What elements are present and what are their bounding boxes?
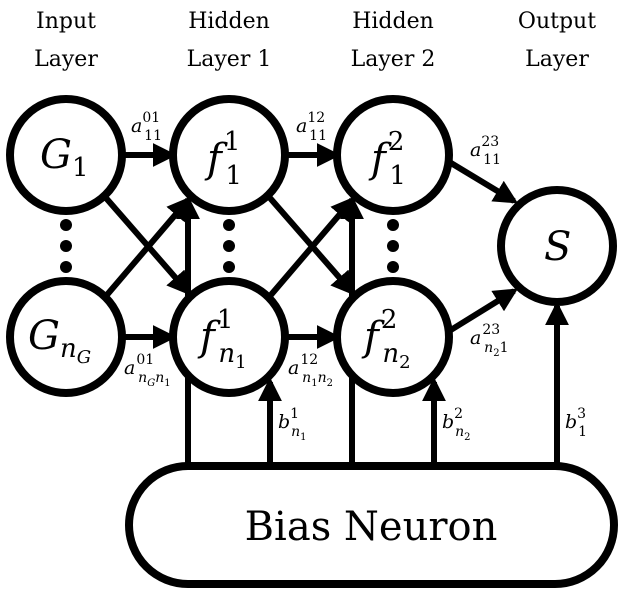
edge-fn1-f21 (267, 196, 356, 298)
edge-gn-f11 (103, 196, 192, 298)
layer-labels: Input Layer Hidden Layer 1 Hidden Layer … (34, 9, 596, 72)
node-label-s: S (544, 224, 571, 270)
ellipsis-dot (60, 261, 72, 273)
hidden1-layer-label-line2: Layer 1 (187, 47, 272, 72)
ellipsis-dot (387, 261, 399, 273)
ellipsis-dot (60, 219, 72, 231)
hidden2-layer-label-line2: Layer 2 (351, 47, 436, 72)
bias-neuron: Bias Neuron (125, 462, 618, 588)
output-layer-label-line1: Output (518, 9, 596, 34)
nodes (6, 95, 617, 397)
node-input-bottom (6, 277, 126, 397)
ellipsis-dots (60, 219, 399, 273)
bias-neuron-shape (125, 462, 618, 588)
hidden2-layer-label-line1: Hidden (352, 9, 434, 34)
edge-f21-s (444, 157, 519, 204)
node-hidden1-bottom (169, 277, 289, 397)
ellipsis-dot (387, 240, 399, 252)
edges (103, 143, 569, 466)
node-hidden1-top (169, 95, 289, 215)
ellipsis-dot (223, 219, 235, 231)
hidden1-layer-label-line1: Hidden (188, 9, 270, 34)
bias-neuron-label: Bias Neuron (245, 504, 498, 550)
node-hidden2-top (333, 95, 453, 215)
ellipsis-dot (223, 240, 235, 252)
node-output (497, 186, 617, 306)
output-layer-label-line2: Layer (525, 47, 589, 72)
node-input-top (6, 95, 126, 215)
node-label-gn: GnG (28, 313, 91, 368)
ellipsis-dot (387, 219, 399, 231)
input-layer-label-line2: Layer (34, 47, 98, 72)
node-hidden2-bottom (333, 277, 453, 397)
node-label-g1: G1 (40, 132, 89, 183)
ellipsis-dot (60, 240, 72, 252)
input-layer-label-line1: Input (36, 9, 96, 34)
ellipsis-dot (223, 261, 235, 273)
edge-fn2-s (444, 288, 519, 336)
